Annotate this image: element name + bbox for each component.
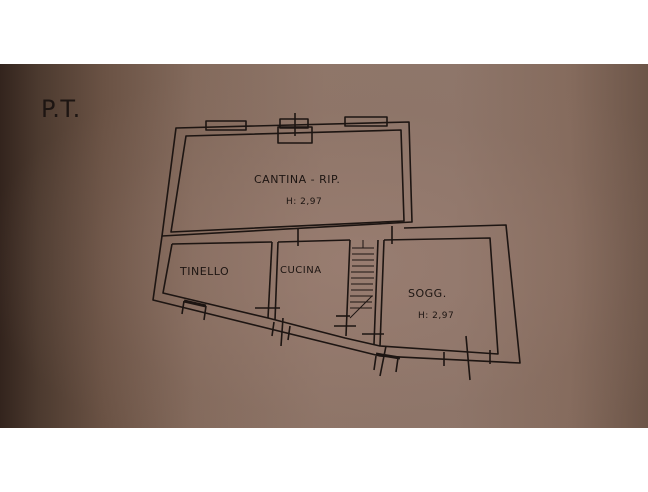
cantina-inner-wall bbox=[170, 129, 405, 233]
lower-outer-wall bbox=[152, 224, 521, 364]
lower-inner-wall bbox=[162, 237, 499, 355]
room-label-sogg: SOGG. bbox=[408, 287, 447, 300]
cantina-outer-wall bbox=[161, 121, 413, 237]
room-label-cantina: CANTINA - RIP. bbox=[254, 173, 340, 186]
room-height-sogg: H: 2,97 bbox=[418, 311, 454, 321]
floor-label: P.T. bbox=[41, 95, 81, 123]
stair-icon bbox=[349, 240, 374, 319]
room-height-cantina: H: 2,97 bbox=[286, 197, 322, 207]
floor-plan-drawing: P.T. CANTINA - RIP. H: 2,97 TINELLO CUCI… bbox=[41, 95, 521, 381]
room-label-cucina: CUCINA bbox=[280, 265, 322, 276]
room-label-tinello: TINELLO bbox=[179, 265, 229, 278]
window-1 bbox=[205, 120, 247, 131]
floor-plan-photo: P.T. CANTINA - RIP. H: 2,97 TINELLO CUCI… bbox=[0, 64, 648, 428]
window-2 bbox=[279, 118, 309, 129]
window-3 bbox=[344, 116, 388, 127]
